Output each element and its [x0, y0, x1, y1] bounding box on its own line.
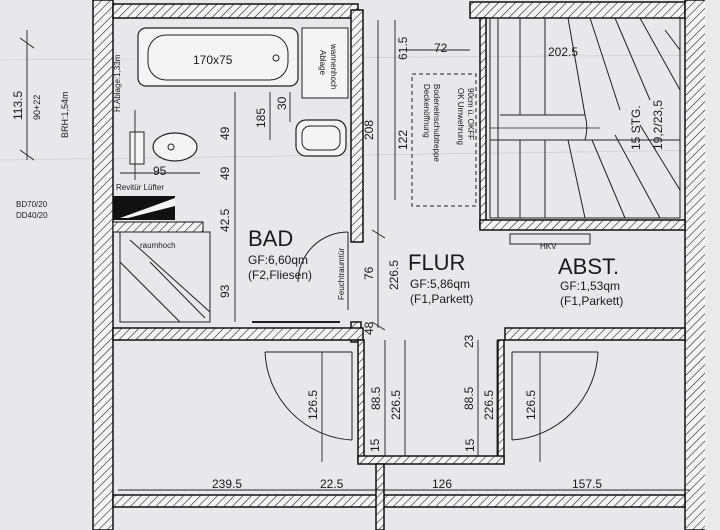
bathtub: 170x75 [137, 27, 299, 87]
wall-lower-center [375, 463, 385, 530]
dim-126-left: 126.5 [306, 390, 320, 420]
dim-126-bottom: 126 [432, 477, 452, 491]
dim-202: 202.5 [548, 45, 578, 59]
dim-122: 122 [396, 130, 410, 150]
wall-right-outer [684, 0, 708, 530]
revision-label: Revitür Lüfter [116, 183, 164, 192]
ablage-box: Ablage wannenhoch [301, 27, 349, 99]
dim-49b: 49 [218, 166, 232, 180]
lower-doors [264, 351, 599, 441]
walls [92, 0, 720, 530]
bathtub-size-label: 170x75 [193, 53, 233, 67]
dim-208: 208 [362, 120, 376, 140]
wall-niche-bottom [357, 455, 505, 465]
wall-stair-left [479, 17, 487, 229]
room-name-flur: FLUR [408, 250, 465, 275]
wall-bath-flur [350, 9, 364, 243]
left-dim-chain [19, 30, 35, 161]
wall-niche-left [357, 339, 365, 463]
dim-61: 61.5 [396, 36, 410, 60]
raumhoch-label: raumhoch [140, 241, 176, 250]
room-floor-flur: (F1,Parkett) [410, 292, 473, 306]
dim-226-right: 226.5 [482, 390, 496, 420]
wall-far-right [705, 0, 720, 530]
umwehrung-height-label: 90cm ü. OKFF [466, 88, 475, 140]
dim-15-left: 15 [368, 438, 382, 452]
hkv-label: HKV [540, 242, 557, 251]
wall-top-bath [112, 3, 359, 19]
washbasin [295, 119, 347, 157]
door-code-left: BD70/20 [16, 200, 48, 209]
dim-76: 76 [362, 266, 376, 280]
toilet [129, 131, 198, 165]
stairs [489, 17, 681, 219]
wall-top-right [469, 1, 686, 19]
lower-dim-lines [118, 340, 690, 491]
dim-88-left: 88.5 [369, 386, 383, 410]
dim-72: 72 [434, 41, 448, 55]
stair-ratio-label: 19,2/23,5 [651, 100, 665, 150]
dim-226a: 226.5 [387, 260, 401, 290]
svg-text:wannenhoch: wannenhoch [329, 43, 338, 89]
wall-left-outer [92, 0, 114, 530]
shower-area [119, 231, 211, 323]
dim-48: 48 [362, 321, 376, 335]
room-floor-abst: (F1,Parkett) [560, 294, 623, 308]
bath-door [252, 231, 349, 323]
stair-count-label: 15 STG. [629, 105, 643, 150]
svg-text:Ablage: Ablage [318, 50, 327, 75]
dim-95: 95 [153, 164, 167, 178]
brh-label: BRH:1,54m [60, 91, 70, 138]
feuchtraum-label: Feuchtraumtür [337, 248, 346, 300]
attic-opening [411, 73, 477, 207]
bodeneinschub-label: Bodeneinschubtreppe [432, 84, 441, 162]
window-slant [120, 198, 175, 218]
dim-15-right: 15 [463, 438, 477, 452]
dim-239: 239.5 [212, 477, 242, 491]
umwehrung-label: OK Umwehrung [456, 88, 465, 145]
wall-niche-right [497, 339, 505, 463]
door-code-left-2: DD40/20 [16, 211, 48, 220]
dim-left-113: 113.5 [11, 91, 25, 120]
dim-49a: 49 [218, 126, 232, 140]
room-name-abst: ABST. [558, 254, 619, 279]
wall-bottom [112, 494, 686, 508]
ablage-height-label: H.Ablage:1,33m [113, 54, 122, 112]
dim-30: 30 [275, 96, 289, 110]
dim-226-left: 226.5 [389, 390, 403, 420]
dim-22: 22.5 [320, 477, 344, 491]
dim-23: 23 [462, 334, 476, 348]
dim-left-90: 90+22 [32, 95, 42, 120]
room-area-abst: GF:1,53qm [560, 279, 620, 293]
bath-dim-lines [120, 92, 291, 322]
sill-shelf [112, 221, 204, 233]
dim-126-right: 126.5 [524, 390, 538, 420]
room-floor-bad: (F2,Fliesen) [248, 268, 312, 282]
wall-abst-bottom [504, 327, 686, 341]
deckenoeffnung-label: Deckenöffnung [422, 84, 431, 138]
room-name-bad: BAD [248, 226, 293, 251]
wall-bath-bottom [112, 327, 364, 341]
flur-dim-lines [371, 20, 470, 331]
dim-42: 42.5 [218, 208, 232, 232]
dim-185: 185 [254, 108, 268, 128]
wall-abst-top [479, 219, 686, 231]
room-area-bad: GF:6,60qm [248, 253, 308, 267]
room-area-flur: GF:5,86qm [410, 277, 470, 291]
dim-93: 93 [218, 284, 232, 298]
dim-88-right: 88.5 [462, 386, 476, 410]
hkv-box [509, 233, 591, 245]
dim-157: 157.5 [572, 477, 602, 491]
